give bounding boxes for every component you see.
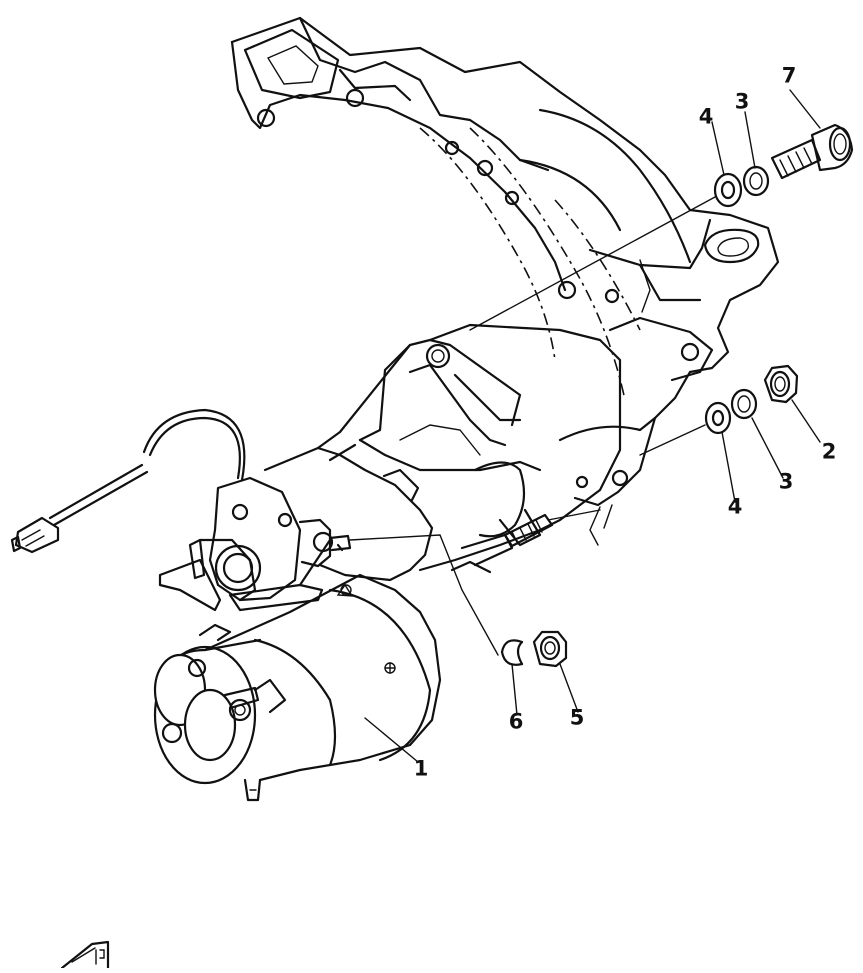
callout-1: 1 bbox=[413, 756, 429, 781]
manufacturer-logo-icon bbox=[60, 940, 110, 970]
leader-lines bbox=[364, 89, 821, 763]
callout-4-lower: 4 bbox=[727, 494, 743, 519]
flywheel-housing bbox=[230, 16, 780, 546]
callout-2: 2 bbox=[821, 439, 837, 464]
callout-5: 5 bbox=[569, 705, 585, 730]
nut-5 bbox=[532, 630, 568, 668]
fasteners bbox=[500, 123, 854, 668]
nut-2 bbox=[763, 364, 799, 404]
bolt-7 bbox=[770, 123, 854, 180]
spring-washer-3-upper bbox=[742, 165, 770, 197]
wire-harness bbox=[10, 408, 246, 554]
assembly-lines bbox=[349, 196, 716, 656]
flat-washer-4-upper bbox=[713, 172, 743, 208]
callout-4-upper: 4 bbox=[698, 104, 714, 129]
starter-motor-assembly bbox=[153, 323, 622, 802]
callout-3-upper: 3 bbox=[734, 89, 750, 114]
callout-7: 7 bbox=[781, 63, 797, 88]
washer-6 bbox=[500, 639, 524, 666]
spring-washer-3-lower bbox=[730, 388, 758, 420]
callout-3-lower: 3 bbox=[778, 469, 794, 494]
flat-washer-4-lower bbox=[704, 401, 732, 435]
callout-6: 6 bbox=[508, 709, 524, 734]
